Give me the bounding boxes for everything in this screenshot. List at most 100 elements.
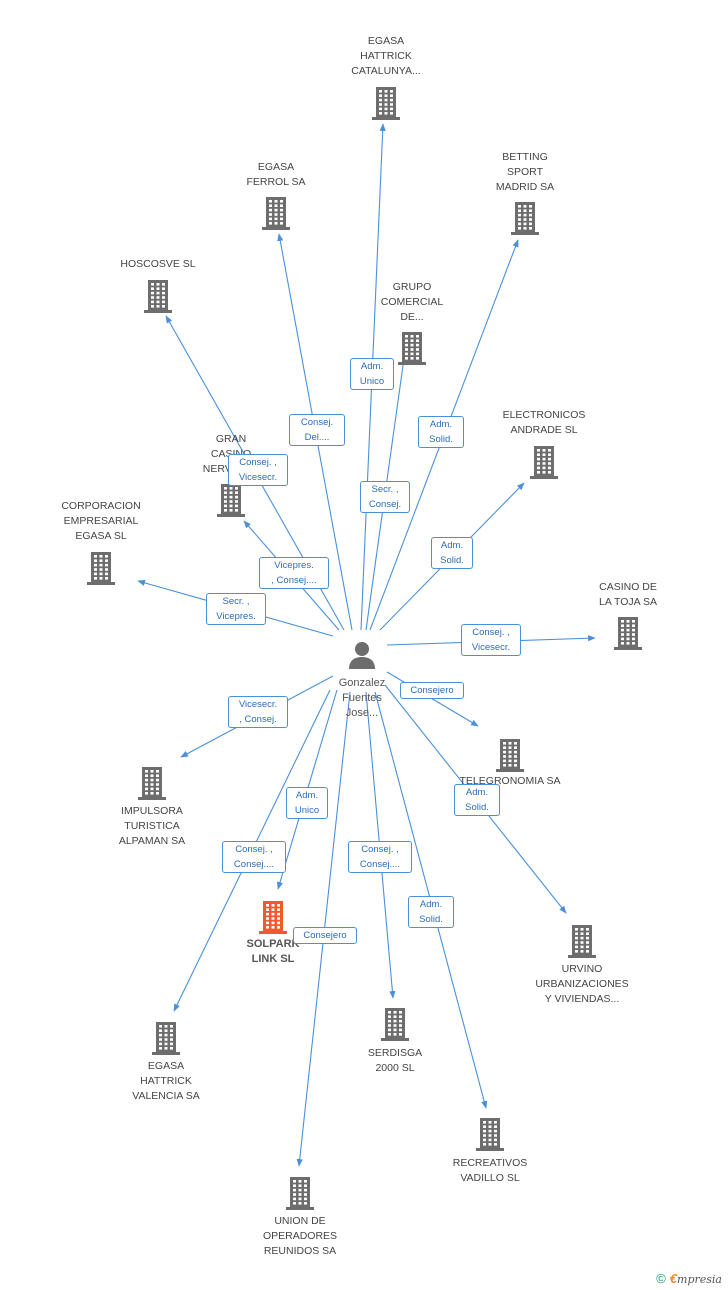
company-label-line: MADRID SA	[495, 181, 555, 193]
relation-label-line: Solid.	[429, 434, 453, 445]
company-label-line: EGASA SL	[75, 530, 127, 542]
relation-label-solpark[interactable]: Adm. Unico	[286, 787, 328, 819]
relation-label-line: Consej.	[300, 417, 334, 428]
company-label-line: URBANIZACIONES	[535, 978, 629, 990]
relation-label-impulsora[interactable]: Vicesecr. , Consej.	[228, 696, 288, 728]
person-icon	[349, 642, 375, 669]
relation-label-corporacion[interactable]: Secr. , Vicepres.	[206, 593, 266, 625]
brand-name: mpresia	[677, 1273, 722, 1286]
company-label-line: LINK SL	[251, 953, 295, 965]
building-icon	[87, 552, 115, 585]
relation-label-line: Adm.	[465, 787, 489, 798]
relation-label-line: Consej. ,	[235, 844, 273, 855]
relation-label-line: , Consej.	[239, 714, 277, 725]
relation-label-egasa-val[interactable]: Consej. , Consej....	[222, 841, 286, 873]
company-label-line: ALPAMAN SA	[118, 835, 186, 847]
company-label-line: REUNIDOS SA	[263, 1245, 337, 1257]
company-label[interactable]: HOSCOSVE SL	[103, 257, 213, 272]
company-label-line: SOLPARK	[246, 938, 300, 950]
relation-label-egasa-ferrol[interactable]: Consej. Del....	[289, 414, 345, 446]
company-label[interactable]: URVINO URBANIZACIONES Y VIVIENDAS...	[527, 962, 637, 1007]
relation-label-egasa-cat[interactable]: Adm.Unico	[350, 358, 394, 390]
company-label-line: SPORT	[507, 166, 543, 178]
company-label-line: HOSCOSVE SL	[120, 258, 196, 270]
company-label[interactable]: CORPORACION EMPRESARIAL EGASA SL	[46, 499, 156, 544]
company-label[interactable]: SOLPARK LINK SL	[218, 937, 328, 967]
building-icon	[152, 1022, 180, 1055]
company-label-line: HATTRICK	[140, 1075, 192, 1087]
company-label-line: EGASA	[147, 1060, 185, 1072]
building-icon	[530, 446, 558, 479]
building-icon	[381, 1008, 409, 1041]
company-label-line: RECREATIVOS	[452, 1157, 528, 1169]
building-icon	[372, 87, 400, 120]
relation-label-line: Vicepres.	[274, 560, 314, 571]
company-label-line: CATALUNYA...	[351, 65, 421, 77]
relation-label-line: Del....	[304, 432, 330, 443]
relation-label-line: Secr. ,	[222, 596, 250, 607]
company-label-line: ANDRADE SL	[510, 424, 578, 436]
company-label-line: COMERCIAL	[380, 296, 444, 308]
relation-label-telegronomia[interactable]: Consejero	[400, 681, 464, 699]
building-icon	[568, 925, 596, 958]
relation-label-casino-toja[interactable]: Consej. ,Vicesecr.	[461, 624, 521, 656]
relation-label-line: Solid.	[419, 914, 443, 925]
brand-initial: €	[669, 1271, 678, 1286]
relation-label-betting[interactable]: Adm.Solid.	[418, 416, 464, 448]
relation-label-hoscosve[interactable]: Consej. , Vicesecr.	[228, 454, 288, 486]
company-label-line: GRAN	[215, 433, 247, 445]
relation-label-grupo[interactable]: Secr. ,Consej.	[360, 481, 410, 513]
relation-label-line: Consej. ,	[239, 457, 277, 468]
relation-label-line: Adm.	[295, 790, 319, 801]
person-name-line: Gonzalez	[338, 677, 386, 689]
relation-label-line: Consej....	[233, 859, 275, 870]
relation-label-line: Unico	[359, 376, 385, 387]
relation-label-line: Vicesecr.	[238, 472, 278, 483]
building-icon	[511, 202, 539, 235]
relation-label-line: Consej.	[368, 499, 402, 510]
relation-label-urvino[interactable]: Adm.Solid.	[454, 784, 500, 816]
company-label-line: TURISTICA	[124, 820, 180, 832]
company-label-line: EGASA	[257, 161, 295, 173]
company-label[interactable]: IMPULSORA TURISTICA ALPAMAN SA	[97, 804, 207, 849]
relation-label-line: Vicepres.	[216, 611, 256, 622]
building-icon	[259, 901, 287, 934]
building-icon	[144, 280, 172, 313]
company-label-line: LA TOJA SA	[599, 596, 657, 608]
company-label-line: CORPORACION	[61, 500, 141, 512]
company-label-line: EGASA	[367, 35, 405, 47]
building-icon	[496, 739, 524, 772]
relation-label-electronicos[interactable]: Adm.Solid.	[431, 537, 473, 569]
edge-to-telegronomia	[386, 671, 479, 727]
relation-label-union[interactable]: Consejero	[293, 926, 357, 944]
company-label[interactable]: ELECTRONICOS ANDRADE SL	[489, 408, 599, 438]
relation-label-gran-casino[interactable]: Vicepres., Consej....	[259, 557, 329, 589]
company-label[interactable]: EGASA HATTRICK CATALUNYA...	[331, 34, 441, 79]
company-label-line: EMPRESARIAL	[63, 515, 139, 527]
company-label-line: URVINO	[561, 963, 603, 975]
company-label-line: ELECTRONICOS	[502, 409, 586, 421]
company-label-line: IMPULSORA	[121, 805, 183, 817]
company-label-line: HATTRICK	[360, 50, 412, 62]
person-name-line: Jose...	[345, 707, 379, 719]
building-icon	[217, 484, 245, 517]
relation-label-line: Consej. ,	[361, 844, 399, 855]
relation-label-line: Unico	[294, 805, 320, 816]
building-icon	[476, 1118, 504, 1151]
company-label-line: SERDISGA	[367, 1047, 423, 1059]
relation-label-line: Vicesecr.	[238, 699, 278, 710]
company-label-line: OPERADORES	[262, 1230, 338, 1242]
relation-label-recreativos[interactable]: Adm.Solid.	[408, 896, 454, 928]
relation-label-line: Adm.	[440, 540, 464, 551]
relation-label-serdisga[interactable]: Consej. ,Consej....	[348, 841, 412, 873]
company-label-line: Y VIVIENDAS...	[544, 993, 620, 1005]
